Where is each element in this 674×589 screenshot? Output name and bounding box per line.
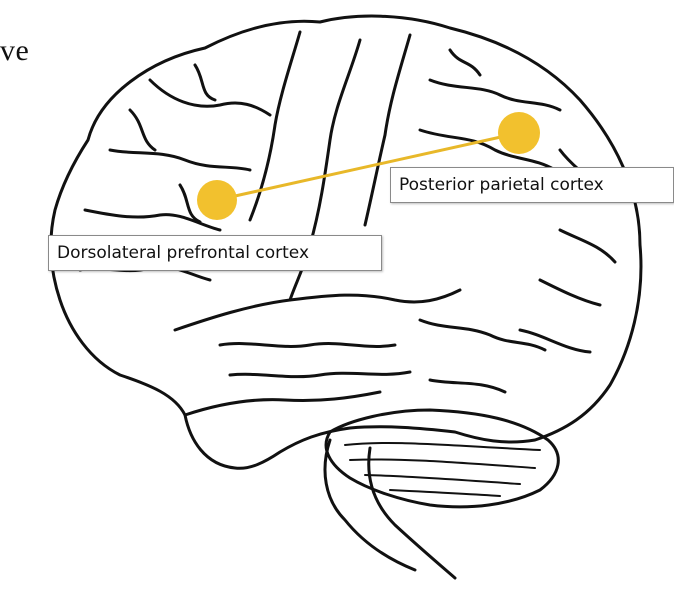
brain-illustration [51, 16, 641, 578]
marker-ppc [498, 112, 540, 154]
label-dorsolateral-prefrontal-cortex: Dorsolateral prefrontal cortex [48, 235, 382, 271]
partial-heading-text: ve [0, 34, 29, 68]
label-posterior-parietal-cortex: Posterior parietal cortex [390, 167, 674, 203]
marker-dlpfc [197, 180, 237, 220]
